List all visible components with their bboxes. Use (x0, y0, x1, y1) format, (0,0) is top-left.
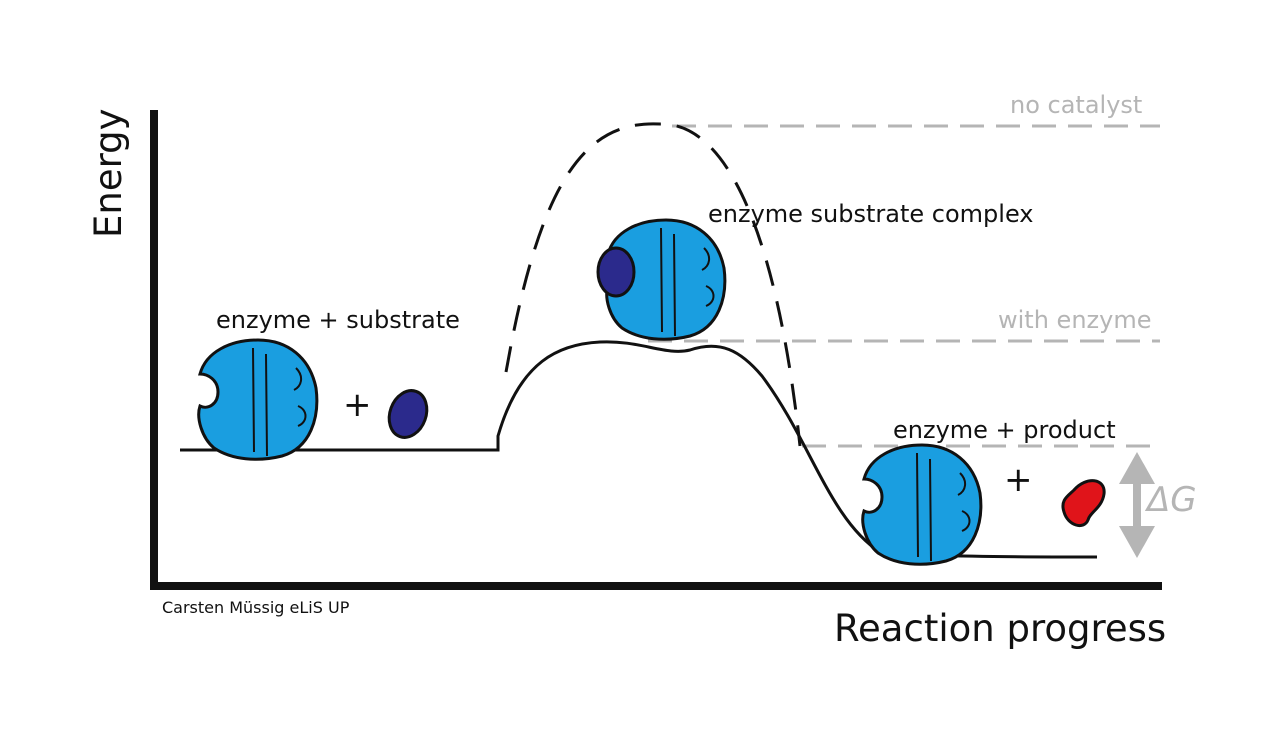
products-label: enzyme + product (893, 416, 1116, 444)
delta-g-label: ΔG (1147, 480, 1197, 520)
credit-text: Carsten Müssig eLiS UP (162, 598, 350, 617)
enzyme-substrate-complex-icon (596, 218, 727, 341)
complex-label: enzyme substrate complex (708, 200, 1034, 228)
uncatalyzed-pathway-curve (504, 122, 802, 447)
plus-sign-products: + (1004, 460, 1033, 500)
enzyme-icon (197, 338, 319, 461)
y-axis-label: Energy (87, 108, 130, 238)
x-axis-label: Reaction progress (834, 607, 1167, 650)
reactants-label: enzyme + substrate (216, 306, 460, 334)
substrate-icon (387, 389, 429, 439)
no-catalyst-label: no catalyst (1010, 91, 1143, 119)
plus-sign-reactants: + (343, 385, 372, 425)
delta-g-arrow (1119, 452, 1155, 558)
with-enzyme-label: with enzyme (998, 306, 1152, 334)
enzyme-icon-product-side (861, 443, 983, 566)
product-icon (1061, 479, 1106, 528)
